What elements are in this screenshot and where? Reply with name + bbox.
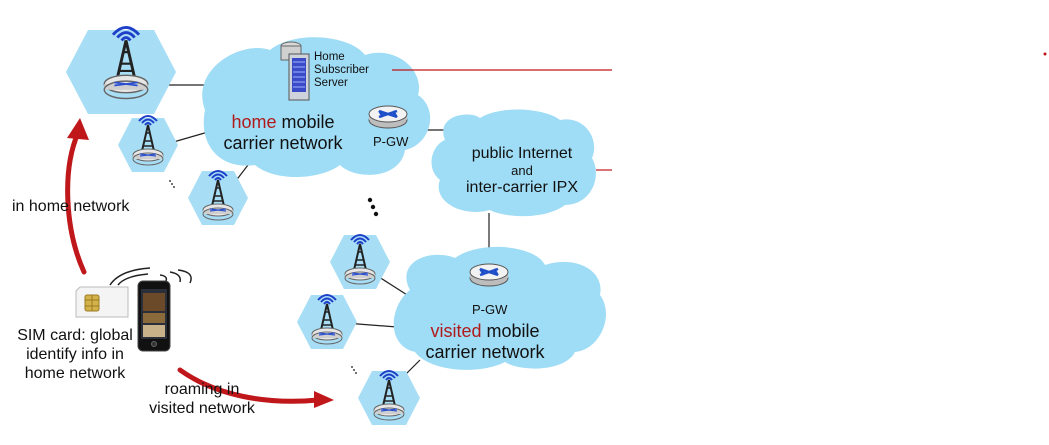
internet-label: public Internet and inter-carrier IPX [465, 145, 579, 196]
visited-pgw-label: P-GW [472, 302, 508, 317]
roaming-label: roaming in visited network [149, 381, 255, 417]
in-home-network-label: in home network [12, 198, 130, 215]
internet-cloud [431, 109, 596, 217]
visited-network-label: visited mobile carrier network [425, 321, 545, 362]
router-icon [367, 104, 409, 130]
router-icon [468, 262, 510, 288]
cell-hexagon-visited-3 [358, 371, 420, 425]
cell-hexagon-visited-2 [297, 295, 357, 349]
sim-card-label: SIM card: global identify info in home n… [17, 327, 133, 382]
arrow-to-visited [177, 367, 321, 404]
home-network-cloud [202, 37, 431, 178]
arrowhead-visited [314, 391, 334, 408]
server-icon [280, 41, 310, 101]
movement-arrows [65, 130, 321, 404]
home-network-label: home mobile carrier network [223, 112, 343, 153]
visited-highlight: visited [430, 321, 482, 341]
cell-hexagon-visited-1 [330, 235, 390, 289]
arrow-to-home [65, 130, 87, 275]
home-pgw-label: P-GW [373, 134, 409, 149]
visited-network-cloud [393, 246, 606, 370]
more-cells-dots [169, 180, 379, 374]
home-highlight: home [231, 112, 277, 132]
smartphone-icon [137, 280, 171, 352]
sim-card-icon [75, 286, 129, 318]
cell-hexagon-home-3 [188, 171, 248, 225]
wireless-signal-icon [109, 267, 192, 286]
red-dot [1043, 52, 1047, 56]
arrowhead-home [67, 118, 89, 140]
hss-label: Home Subscriber Server [314, 51, 369, 89]
